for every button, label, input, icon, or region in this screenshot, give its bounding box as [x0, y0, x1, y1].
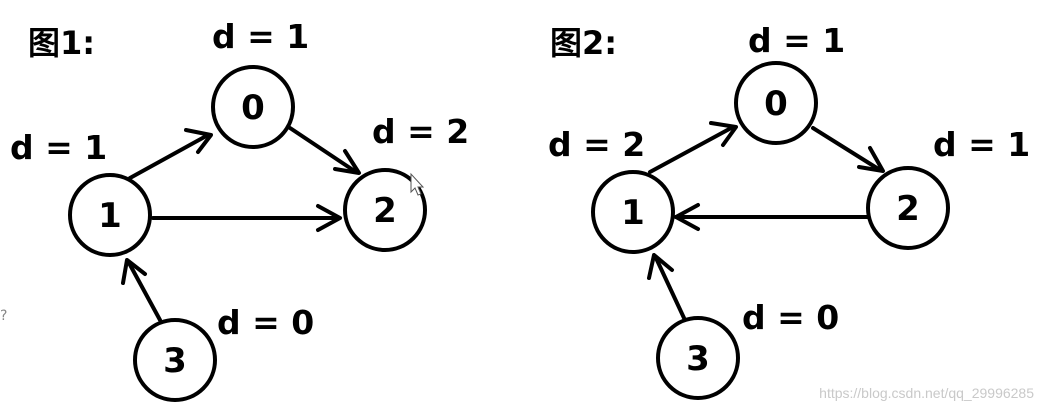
- fig2-arrowhead-1-to-0: [709, 121, 738, 147]
- fig2-d-label-node-1: d = 2: [548, 125, 645, 164]
- fig1-arrowhead-1-to-2: [316, 204, 342, 232]
- watermark-text: https://blog.csdn.net/qq_29996285: [819, 385, 1034, 401]
- fig1-node-1-label: 1: [98, 196, 122, 236]
- fig1-arrowhead-0-to-2: [333, 149, 361, 175]
- fig2-edge-0-to-2: [811, 126, 882, 172]
- fig2-node-3-label: 3: [686, 339, 710, 379]
- fig2-d-label-node-3: d = 0: [742, 298, 839, 337]
- fig1-edge-0-to-2: [288, 126, 358, 174]
- fig2-edge-1-to-0: [648, 125, 735, 174]
- fig2-node-1-label: 1: [621, 193, 645, 233]
- fig2-node-0-label: 0: [764, 84, 788, 124]
- fig2-d-label-node-2: d = 1: [933, 125, 1030, 164]
- fig1-arrowhead-3-to-1: [121, 258, 147, 285]
- fig2-arrowhead-3-to-1: [647, 253, 674, 280]
- fig2-node-2: 2: [866, 166, 950, 250]
- fig2-node-1: 1: [591, 170, 675, 254]
- figure-2: 图2: 0 1 2 3 d = 1 d = 2 d = 1 d: [548, 21, 1030, 400]
- fig1-node-2: 2: [343, 168, 427, 252]
- mouse-cursor-icon: [410, 172, 425, 196]
- fig1-edge-1-to-0: [128, 133, 210, 180]
- fig1-d-label-node-3: d = 0: [217, 303, 314, 342]
- fig1-edge-3-to-1: [127, 261, 162, 322]
- fig1-d-label-node-1: d = 1: [10, 128, 107, 167]
- fig2-arrowhead-2-to-1: [674, 203, 700, 231]
- fig2-edge-3-to-1: [654, 256, 686, 320]
- fig1-node-3-label: 3: [163, 341, 187, 381]
- fig1-node-0-label: 0: [241, 88, 265, 128]
- fig1-node-3: 3: [133, 318, 217, 402]
- fig2-node-3: 3: [656, 316, 740, 400]
- fig1-arrowhead-1-to-0: [184, 128, 213, 154]
- fig1-node-0: 0: [211, 65, 295, 149]
- fig1-d-label-node-2: d = 2: [372, 112, 469, 151]
- fig2-d-label-node-0: d = 1: [748, 21, 845, 60]
- figure-1: 图1: 0 1 2 3 d = 1 d = 1 d = 2 d: [10, 17, 469, 402]
- fig1-node-2-label: 2: [373, 191, 397, 231]
- fig2-node-2-label: 2: [896, 189, 920, 229]
- fig1-node-1: 1: [68, 173, 152, 257]
- margin-mark: ?: [0, 308, 7, 324]
- figure-1-title: 图1:: [28, 24, 95, 62]
- fig1-d-label-node-0: d = 1: [212, 17, 309, 56]
- fig2-node-0: 0: [734, 61, 818, 145]
- fig2-arrowhead-0-to-2: [857, 146, 885, 173]
- figure-2-title: 图2:: [550, 24, 617, 62]
